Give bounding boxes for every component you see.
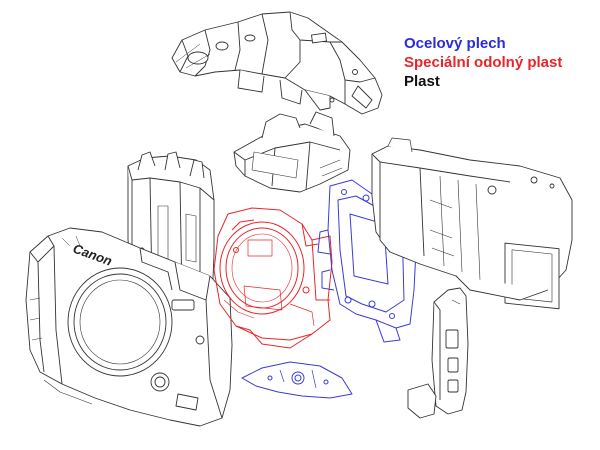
top-cover-part — [171, 11, 383, 115]
legend-item-special-plastic: Speciální odolný plast — [404, 54, 563, 71]
legend-item-plastic: Plast — [404, 73, 440, 90]
material-legend: Ocelový plech Speciální odolný plast Pla… — [404, 34, 562, 91]
front-body-part — [25, 227, 233, 427]
steel-base-plate-part — [241, 361, 353, 399]
side-door-part — [431, 287, 469, 415]
rear-cover-part — [371, 137, 573, 310]
mirror-box-top-part — [233, 111, 351, 193]
mirror-box-part — [213, 207, 333, 349]
legend-item-steel: Ocelový plech — [404, 35, 506, 52]
bottom-mount-part — [407, 383, 437, 419]
